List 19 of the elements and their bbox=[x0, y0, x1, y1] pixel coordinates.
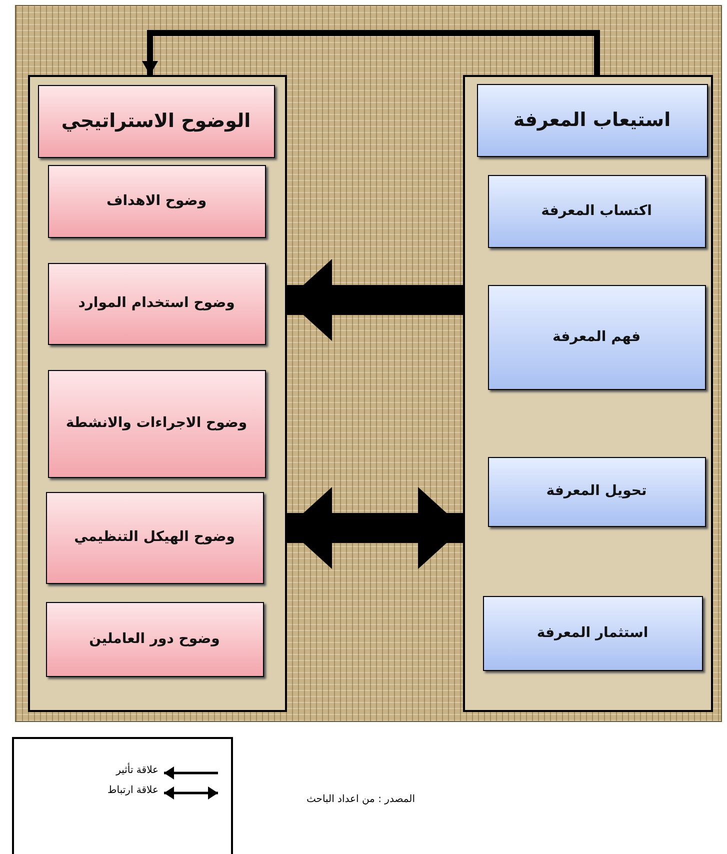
block-arrow bbox=[287, 259, 463, 341]
process-box: اكتساب المعرفة bbox=[488, 174, 706, 248]
process-box: وضوح الهيكل التنظيمي bbox=[46, 492, 264, 584]
source-note: المصدر : من اعداد الباحث bbox=[306, 794, 415, 805]
process-box: وضوح الاهداف bbox=[48, 164, 266, 238]
legend-text: علاقة تأثير bbox=[116, 764, 158, 776]
block-arrow bbox=[287, 487, 463, 569]
heading-box: الوضوح الاستراتيجي bbox=[38, 84, 274, 158]
connector-arrow bbox=[142, 30, 600, 75]
panel bbox=[463, 75, 713, 712]
heading-box: استيعاب المعرفة bbox=[476, 84, 708, 156]
panel bbox=[28, 75, 287, 712]
process-box: استثمار المعرفة bbox=[482, 596, 702, 670]
process-box: تحويل المعرفة bbox=[488, 456, 706, 526]
legend-text: علاقة ارتباط bbox=[108, 784, 158, 796]
process-box: وضوح الاجراءات والانشطة bbox=[48, 370, 266, 478]
process-box: فهم المعرفة bbox=[488, 284, 706, 390]
process-box: وضوح استخدام الموارد bbox=[48, 262, 266, 344]
process-box: وضوح دور العاملين bbox=[46, 602, 264, 676]
